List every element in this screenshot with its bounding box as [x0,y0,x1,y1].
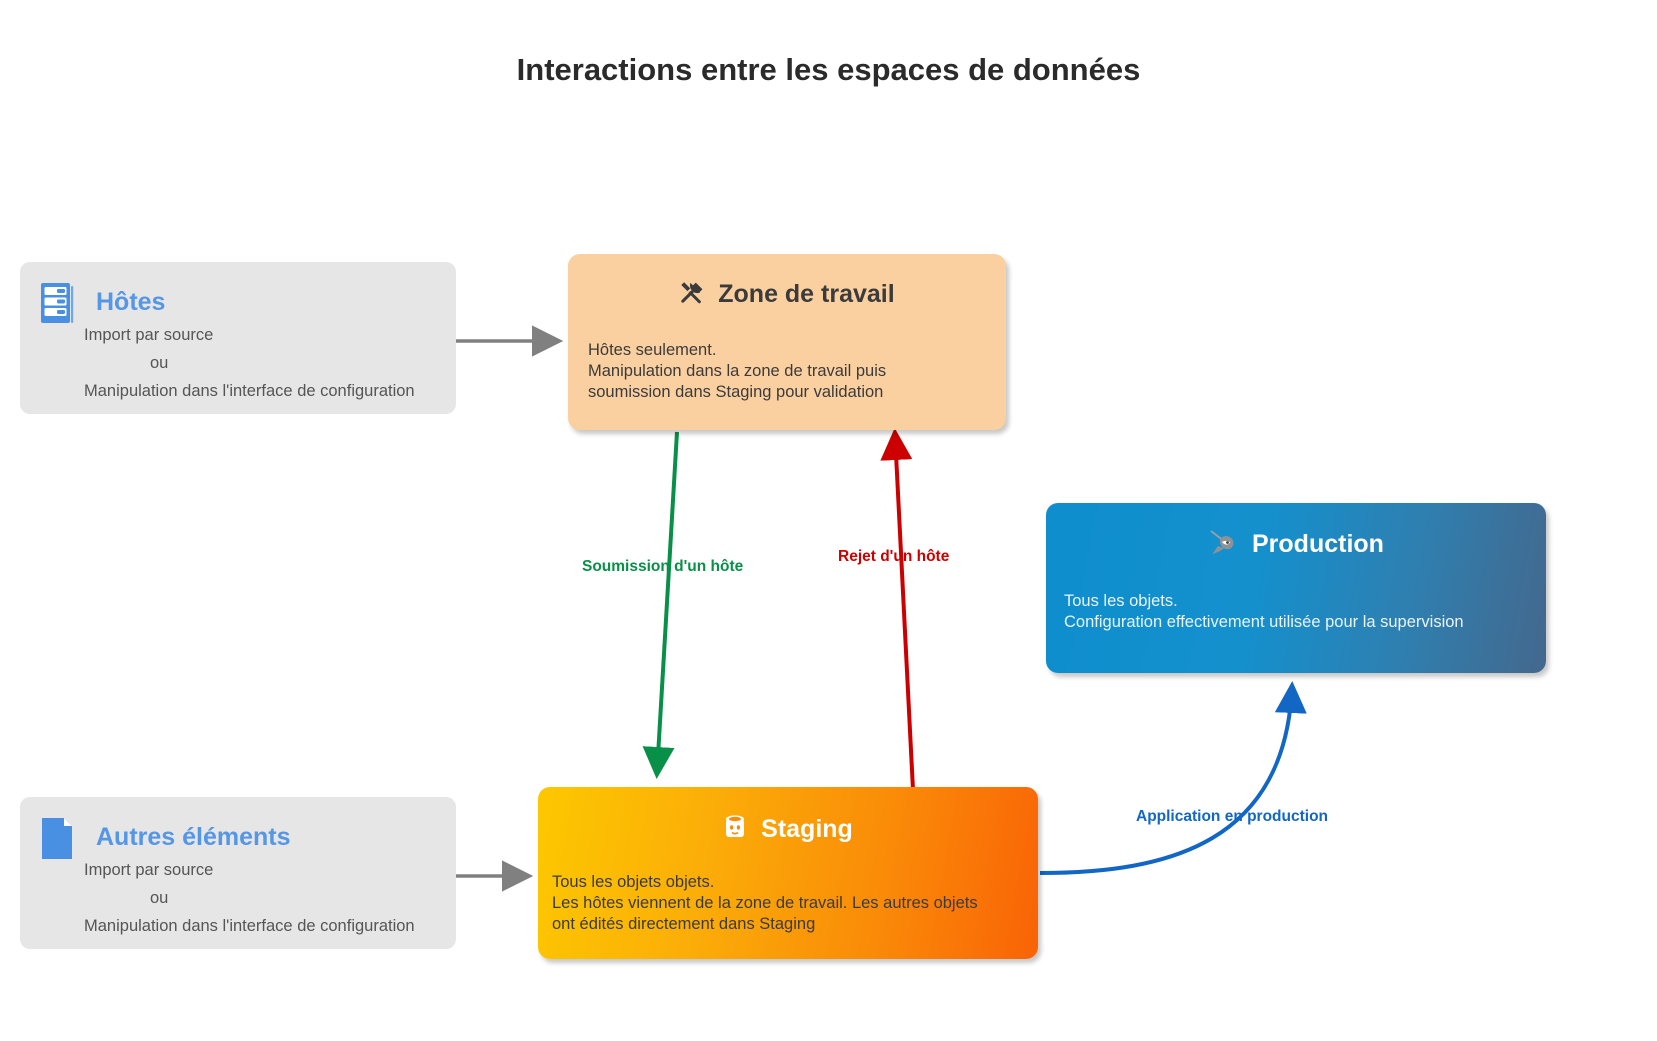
ninja-icon [1210,530,1234,554]
node-title-zone-de-travail: Zone de travail [568,280,1006,309]
edge-zone-to-staging [642,431,679,779]
node-title-text: Staging [761,815,853,843]
node-body-line: Tous les objets objets. [552,873,715,891]
source-line-manipulation: Manipulation dans l'interface de configu… [84,917,415,935]
node-body-line: Configuration effectivement utilisée pou… [1064,613,1464,631]
hammer-and-wrench-icon [681,282,703,304]
node-body-line: Hôtes seulement. [588,341,717,359]
node-body-line: ont édités directement dans Staging [552,915,816,933]
node-body-line: Manipulation dans la zone de travail pui… [588,362,887,380]
edge-staging-to-zone [880,428,915,791]
source-box-autres-elements: Autres éléments Import par source ou Man… [20,797,456,949]
node-body-production: Tous les objets. Configuration effective… [1064,591,1464,633]
node-body-line: soumission dans Staging pour validation [588,383,884,401]
source-line-manipulation: Manipulation dans l'interface de configu… [84,382,415,400]
node-title-production: Production [1046,529,1546,559]
database-cylinder-icon [726,815,745,837]
edge-staging-to-production [1039,681,1307,875]
source-line-import: Import par source [84,326,214,344]
node-zone-de-travail: Zone de travail Hôtes seulement. Manipul… [568,254,1006,430]
source-heading-hotes: Hôtes [96,288,166,316]
node-production: Production Tous les objets. Configuratio… [1046,503,1546,673]
source-line-ou: ou [150,889,169,907]
edge-label-application-en-production: Application en production [1136,808,1329,825]
document-page-icon [42,818,72,859]
node-staging: Staging Tous les objets objets. Les hôte… [538,787,1038,959]
node-title-staging: Staging [538,814,1038,844]
node-body-line: Tous les objets. [1064,592,1178,610]
node-title-text: Production [1252,530,1384,558]
edge-label-soumission-dun-hote: Soumission d'un hôte [582,558,744,575]
node-body-line: Les hôtes viennent de la zone de travail… [552,894,978,912]
page-title: Interactions entre les espaces de donnée… [516,52,1141,87]
source-box-hotes: Hôtes Import par source ou Manipulation … [20,262,456,414]
server-rack-icon [41,283,74,323]
source-heading-autres-elements: Autres éléments [96,823,291,851]
node-body-zone-de-travail: Hôtes seulement. Manipulation dans la zo… [588,340,886,403]
node-title-text: Zone de travail [718,280,895,308]
source-line-ou: ou [150,354,169,372]
edge-label-rejet-dun-hote: Rejet d'un hôte [838,548,950,565]
source-line-import: Import par source [84,861,214,879]
node-body-staging: Tous les objets objets. Les hôtes vienne… [552,872,978,935]
